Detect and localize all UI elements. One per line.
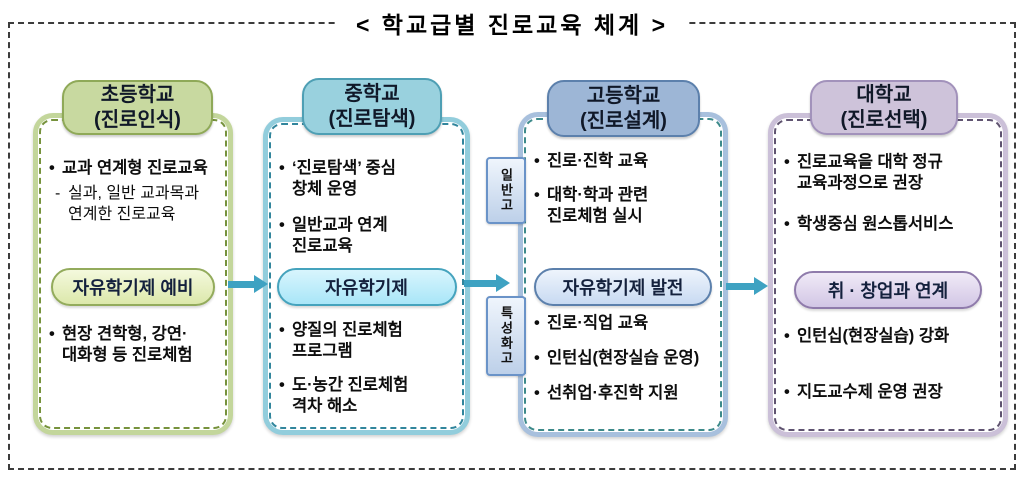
list-item: • 교과 연계형 진로교육 bbox=[49, 158, 219, 179]
arrow-shaft bbox=[464, 279, 496, 287]
arrow-head-icon bbox=[496, 274, 510, 292]
bullet: • bbox=[49, 159, 55, 177]
item-line: 진로교육을 대학 정규 bbox=[797, 153, 943, 171]
diagram-title: < 학교급별 진로교육 체계 > bbox=[337, 6, 687, 40]
item-line: 교육과정으로 권장 bbox=[797, 174, 924, 193]
header-line1: 초등학교 bbox=[100, 84, 175, 107]
list-item: • 현장 견학형, 강연· 대화형 등 진로체험 bbox=[49, 324, 219, 367]
bullet: • bbox=[534, 314, 540, 332]
list-item: • 인턴십(현장실습 운영) bbox=[534, 348, 714, 369]
list-item: • 진로·진학 교육 bbox=[534, 151, 714, 172]
bullet: • bbox=[49, 325, 55, 343]
side-label-general-high: 일반고 bbox=[486, 157, 526, 224]
item-line: 진로·진학 교육 bbox=[547, 152, 649, 170]
bullet: • bbox=[279, 216, 285, 234]
header-line1: 대학교 bbox=[856, 84, 912, 107]
arrow-shaft bbox=[726, 282, 754, 290]
item-line: 실과, 일반 교과목과 bbox=[68, 185, 200, 202]
header-line2: (진로인식) bbox=[94, 108, 181, 131]
item-line: 인턴십(현장실습 운영) bbox=[547, 349, 700, 367]
bullet: • bbox=[279, 159, 285, 177]
item-line: 창체 운영 bbox=[292, 180, 358, 199]
header-line2: (진로탐색) bbox=[328, 107, 416, 130]
bullet: • bbox=[784, 153, 790, 171]
item-line: 진로교육 bbox=[292, 237, 353, 256]
header-line1: 고등학교 bbox=[586, 85, 661, 108]
item-line: 인턴십(현장실습) 강화 bbox=[797, 327, 950, 345]
item-line: 학생중심 원스톱서비스 bbox=[797, 215, 954, 233]
flow-arrow-1 bbox=[228, 275, 268, 293]
item-line: 양질의 진로체험 bbox=[292, 321, 403, 339]
employment-link-badge: 취 · 창업과 연계 bbox=[794, 271, 982, 309]
bullet: • bbox=[534, 349, 540, 367]
bullet: • bbox=[784, 383, 790, 401]
item-line: 격차 해소 bbox=[292, 397, 358, 416]
list-item: • 선취업·후진학 지원 bbox=[534, 383, 714, 404]
column-header: 중학교 (진로탐색) bbox=[302, 78, 442, 135]
side-label-vocational-high: 특성화고 bbox=[486, 296, 526, 376]
item-line: 도·농간 진로체험 bbox=[292, 376, 409, 394]
bullet: - bbox=[55, 185, 61, 202]
item-line: 대화형 등 진로체험 bbox=[62, 346, 193, 365]
column-header: 대학교 (진로선택) bbox=[810, 80, 958, 135]
header-line2: (진로설계) bbox=[580, 109, 667, 132]
bullet: • bbox=[784, 215, 790, 233]
column-header: 고등학교 (진로설계) bbox=[547, 80, 700, 137]
header-line1: 중학교 bbox=[344, 83, 400, 106]
item-line: 연계한 진로교육 bbox=[68, 205, 176, 223]
arrow-shaft bbox=[228, 280, 254, 288]
list-item: • 인턴십(현장실습) 강화 bbox=[784, 326, 994, 347]
item-line: 현장 견학형, 강연· bbox=[62, 325, 188, 343]
list-item: • 학생중심 원스톱서비스 bbox=[784, 214, 994, 235]
bullet: • bbox=[784, 327, 790, 345]
item-line: 지도교수제 운영 권장 bbox=[797, 383, 943, 401]
item-line: 일반교과 연계 bbox=[292, 216, 388, 234]
item-line: 프로그램 bbox=[292, 342, 353, 361]
free-semester-badge: 자유학기제 발전 bbox=[534, 268, 712, 306]
item-line: ‘진로탐색’ 중심 bbox=[292, 159, 396, 177]
flow-arrow-2 bbox=[464, 274, 510, 292]
bullet: • bbox=[534, 186, 540, 204]
item-line: 진로·직업 교육 bbox=[547, 314, 649, 332]
bullet: • bbox=[534, 384, 540, 402]
bullet: • bbox=[534, 152, 540, 170]
free-semester-badge: 자유학기제 bbox=[276, 268, 457, 306]
arrow-head-icon bbox=[754, 277, 768, 295]
bullet: • bbox=[279, 321, 285, 339]
free-semester-badge: 자유학기제 예비 bbox=[51, 268, 215, 306]
arrow-head-icon bbox=[254, 275, 268, 293]
item-line: 교과 연계형 진로교육 bbox=[62, 159, 208, 177]
header-line2: (진로선택) bbox=[840, 108, 928, 131]
list-item: • 지도교수제 운영 권장 bbox=[784, 382, 994, 403]
item-line: 선취업·후진학 지원 bbox=[547, 384, 679, 402]
bullet: • bbox=[279, 376, 285, 394]
flow-arrow-3 bbox=[726, 277, 768, 295]
item-line: 대학·학과 관련 bbox=[547, 186, 649, 204]
column-header: 초등학교 (진로인식) bbox=[62, 80, 213, 135]
item-line: 진로체험 실시 bbox=[547, 207, 643, 226]
list-item: • 진로·직업 교육 bbox=[534, 313, 714, 334]
